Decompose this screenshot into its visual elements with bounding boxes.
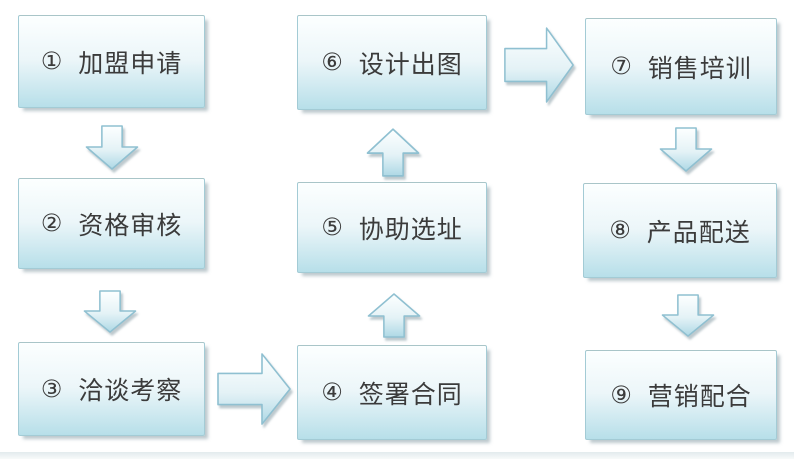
flow-step-4-sign-contract: ④ 签署合同 — [297, 345, 487, 440]
step-number: ⑧ — [609, 217, 631, 244]
step-number: ① — [40, 48, 63, 75]
arrow-down-icon-1-2 — [85, 125, 139, 170]
step-number: ④ — [321, 379, 343, 406]
flow-step-5-site-selection-assist: ⑤ 协助选址 — [297, 182, 487, 273]
arrow-down-icon-7-8 — [659, 127, 713, 172]
arrow-up-icon-4-5 — [367, 293, 421, 338]
arrow-down-icon-8-9 — [661, 294, 715, 337]
step-label: 产品配送 — [646, 218, 751, 247]
flow-step-7-sales-training: ⑦ 销售培训 — [585, 18, 777, 115]
step-number: ⑨ — [610, 381, 632, 409]
arrow-up-icon-5-6 — [366, 128, 420, 177]
flow-step-2-qualification-review: ② 资格审核 — [18, 178, 205, 269]
step-number: ③ — [40, 375, 63, 403]
step-number: ⑥ — [321, 49, 343, 76]
flow-step-8-product-delivery: ⑧ 产品配送 — [583, 183, 777, 278]
arrow-down-icon-2-3 — [83, 290, 137, 333]
arrow-right-icon-6-7 — [504, 27, 574, 103]
step-number: ② — [40, 210, 63, 237]
step-label: 资格审核 — [78, 211, 183, 240]
step-number: ⑦ — [610, 53, 632, 80]
step-label: 签署合同 — [358, 380, 463, 409]
bottom-divider — [0, 452, 794, 459]
step-label: 销售培训 — [647, 54, 752, 83]
flow-step-3-negotiation-inspection: ③ 洽谈考察 — [18, 342, 205, 436]
flow-step-6-design-drawings: ⑥ 设计出图 — [297, 15, 487, 110]
flow-step-1-franchise-application: ① 加盟申请 — [18, 15, 205, 108]
step-label: 设计出图 — [358, 50, 463, 79]
step-label: 协助选址 — [358, 215, 463, 244]
step-label: 洽谈考察 — [78, 377, 183, 405]
flow-step-9-marketing-cooperation: ⑨ 营销配合 — [585, 350, 777, 440]
arrow-right-icon-3-4 — [217, 353, 291, 425]
step-number: ⑤ — [321, 214, 343, 241]
step-label: 加盟申请 — [78, 49, 183, 78]
step-label: 营销配合 — [647, 383, 752, 411]
